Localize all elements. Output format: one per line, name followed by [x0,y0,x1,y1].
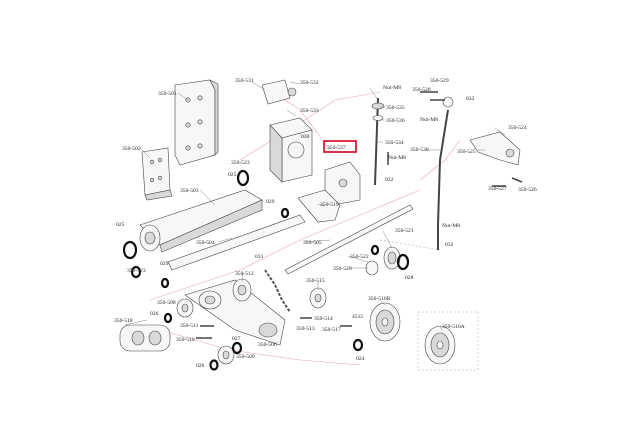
label-032-mid: 032 [385,177,394,183]
label-350-511: 350-511 [180,323,199,329]
label-350-517: 350-517 [322,327,341,333]
label-350-536: 350-536 [386,118,405,124]
label-350-509: 350-509 [236,354,255,360]
part-350-531-actuator [261,79,297,105]
label-350-504: 350-504 [196,240,215,246]
part-350-521-bearing [383,246,401,270]
label-030: 030 [301,134,310,140]
label-350-523-lower: 350-523 [127,268,146,274]
label-032-top: 032 [466,96,475,102]
label-026-upper: 026 [150,311,159,317]
part-350-505-shaft [284,204,414,275]
bolts [196,91,523,339]
part-350-506-arm [184,279,286,346]
label-350-501: 350-501 [158,91,177,97]
label-350-505: 350-505 [303,240,322,246]
label-350-523-upper: 350-523 [231,160,250,166]
label-350-530: 350-530 [410,147,429,153]
label-nut-m8-right: Nut-M8 [420,117,438,123]
label-350-502: 350-502 [122,146,141,152]
part-350-518-block [119,324,171,352]
label-nut-m8-top: Nut-M8 [383,85,401,91]
label-031: 031 [255,254,264,260]
leader-lines [124,81,506,331]
label-350-516a: 350-516A [442,324,465,330]
highlight-box-350-537 [323,140,357,153]
part-350-509-gear [217,345,235,365]
label-350-518: 350-518 [114,318,133,324]
part-350-534-rod [371,97,385,186]
label-350-503: 350-503 [180,188,199,194]
part-350-516a-pulley [424,325,456,365]
label-350-508: 350-508 [157,300,176,306]
label-350-526: 350-526 [518,187,537,193]
label-nut-m8-mid: Nut-M8 [388,155,406,161]
label-350-533: 350-533 [300,108,319,114]
label-029-upper: 029 [266,199,275,205]
label-026-lower: 026 [196,363,205,369]
label-350-537: 350-537 [327,145,346,151]
label-350-531: 350-531 [235,78,254,84]
part-350-503-beam [139,189,263,253]
label-027: 027 [232,336,241,342]
label-029-lower: 029 [160,261,169,267]
part-350-512-sprocket [232,278,252,302]
label-350-512: 350-512 [235,271,254,277]
part-350-516b-pulley [369,302,401,342]
part-350-515-sprocket [309,287,327,309]
label-350-513: 350-513 [296,326,315,332]
label-350-506: 350-506 [258,342,277,348]
label-350-529: 350-529 [430,78,449,84]
label-350-532: 350-532 [300,80,319,86]
label-350-521: 350-521 [395,228,414,234]
label-024: 024 [356,356,365,362]
label-350-525: 350-525 [457,149,476,155]
label-025-lower: 025 [116,222,125,228]
label-4515: 4515 [352,314,363,320]
part-031-chain [264,269,291,313]
label-350-515: 350-515 [306,278,325,284]
label-350-516b: 350-516B [368,296,391,302]
part-labels: 350-501 350-502 350-503 350-504 350-505 … [114,78,537,369]
label-032-low: 032 [445,242,454,248]
label-350-528: 350-528 [412,87,431,93]
part-350-530-link [437,96,454,250]
label-350-510: 350-510 [176,337,195,343]
label-350-524: 350-524 [508,125,527,131]
o-rings [122,169,410,371]
label-350-522: 350-522 [350,254,369,260]
part-350-502-plate [141,147,173,201]
part-350-504-rod [167,214,306,271]
part-030-cylinder [269,117,313,183]
label-350-519: 350-519 [320,202,339,208]
part-350-525-arm [469,131,521,166]
label-350-527: 350-527 [488,186,507,192]
part-350-537-block [324,161,361,206]
label-350-535: 350-535 [386,105,405,111]
label-350-520: 350-520 [333,266,352,272]
part-350-501-bracket [174,79,219,166]
part-350-519-lever [297,189,341,223]
label-350-514: 350-514 [314,316,333,322]
label-nut-m8-low: Nut-M8 [442,223,460,229]
part-350-508-gear [176,298,194,318]
label-028: 028 [405,275,414,281]
label-025-upper: 025 [228,172,237,178]
label-350-534: 350-534 [385,140,404,146]
